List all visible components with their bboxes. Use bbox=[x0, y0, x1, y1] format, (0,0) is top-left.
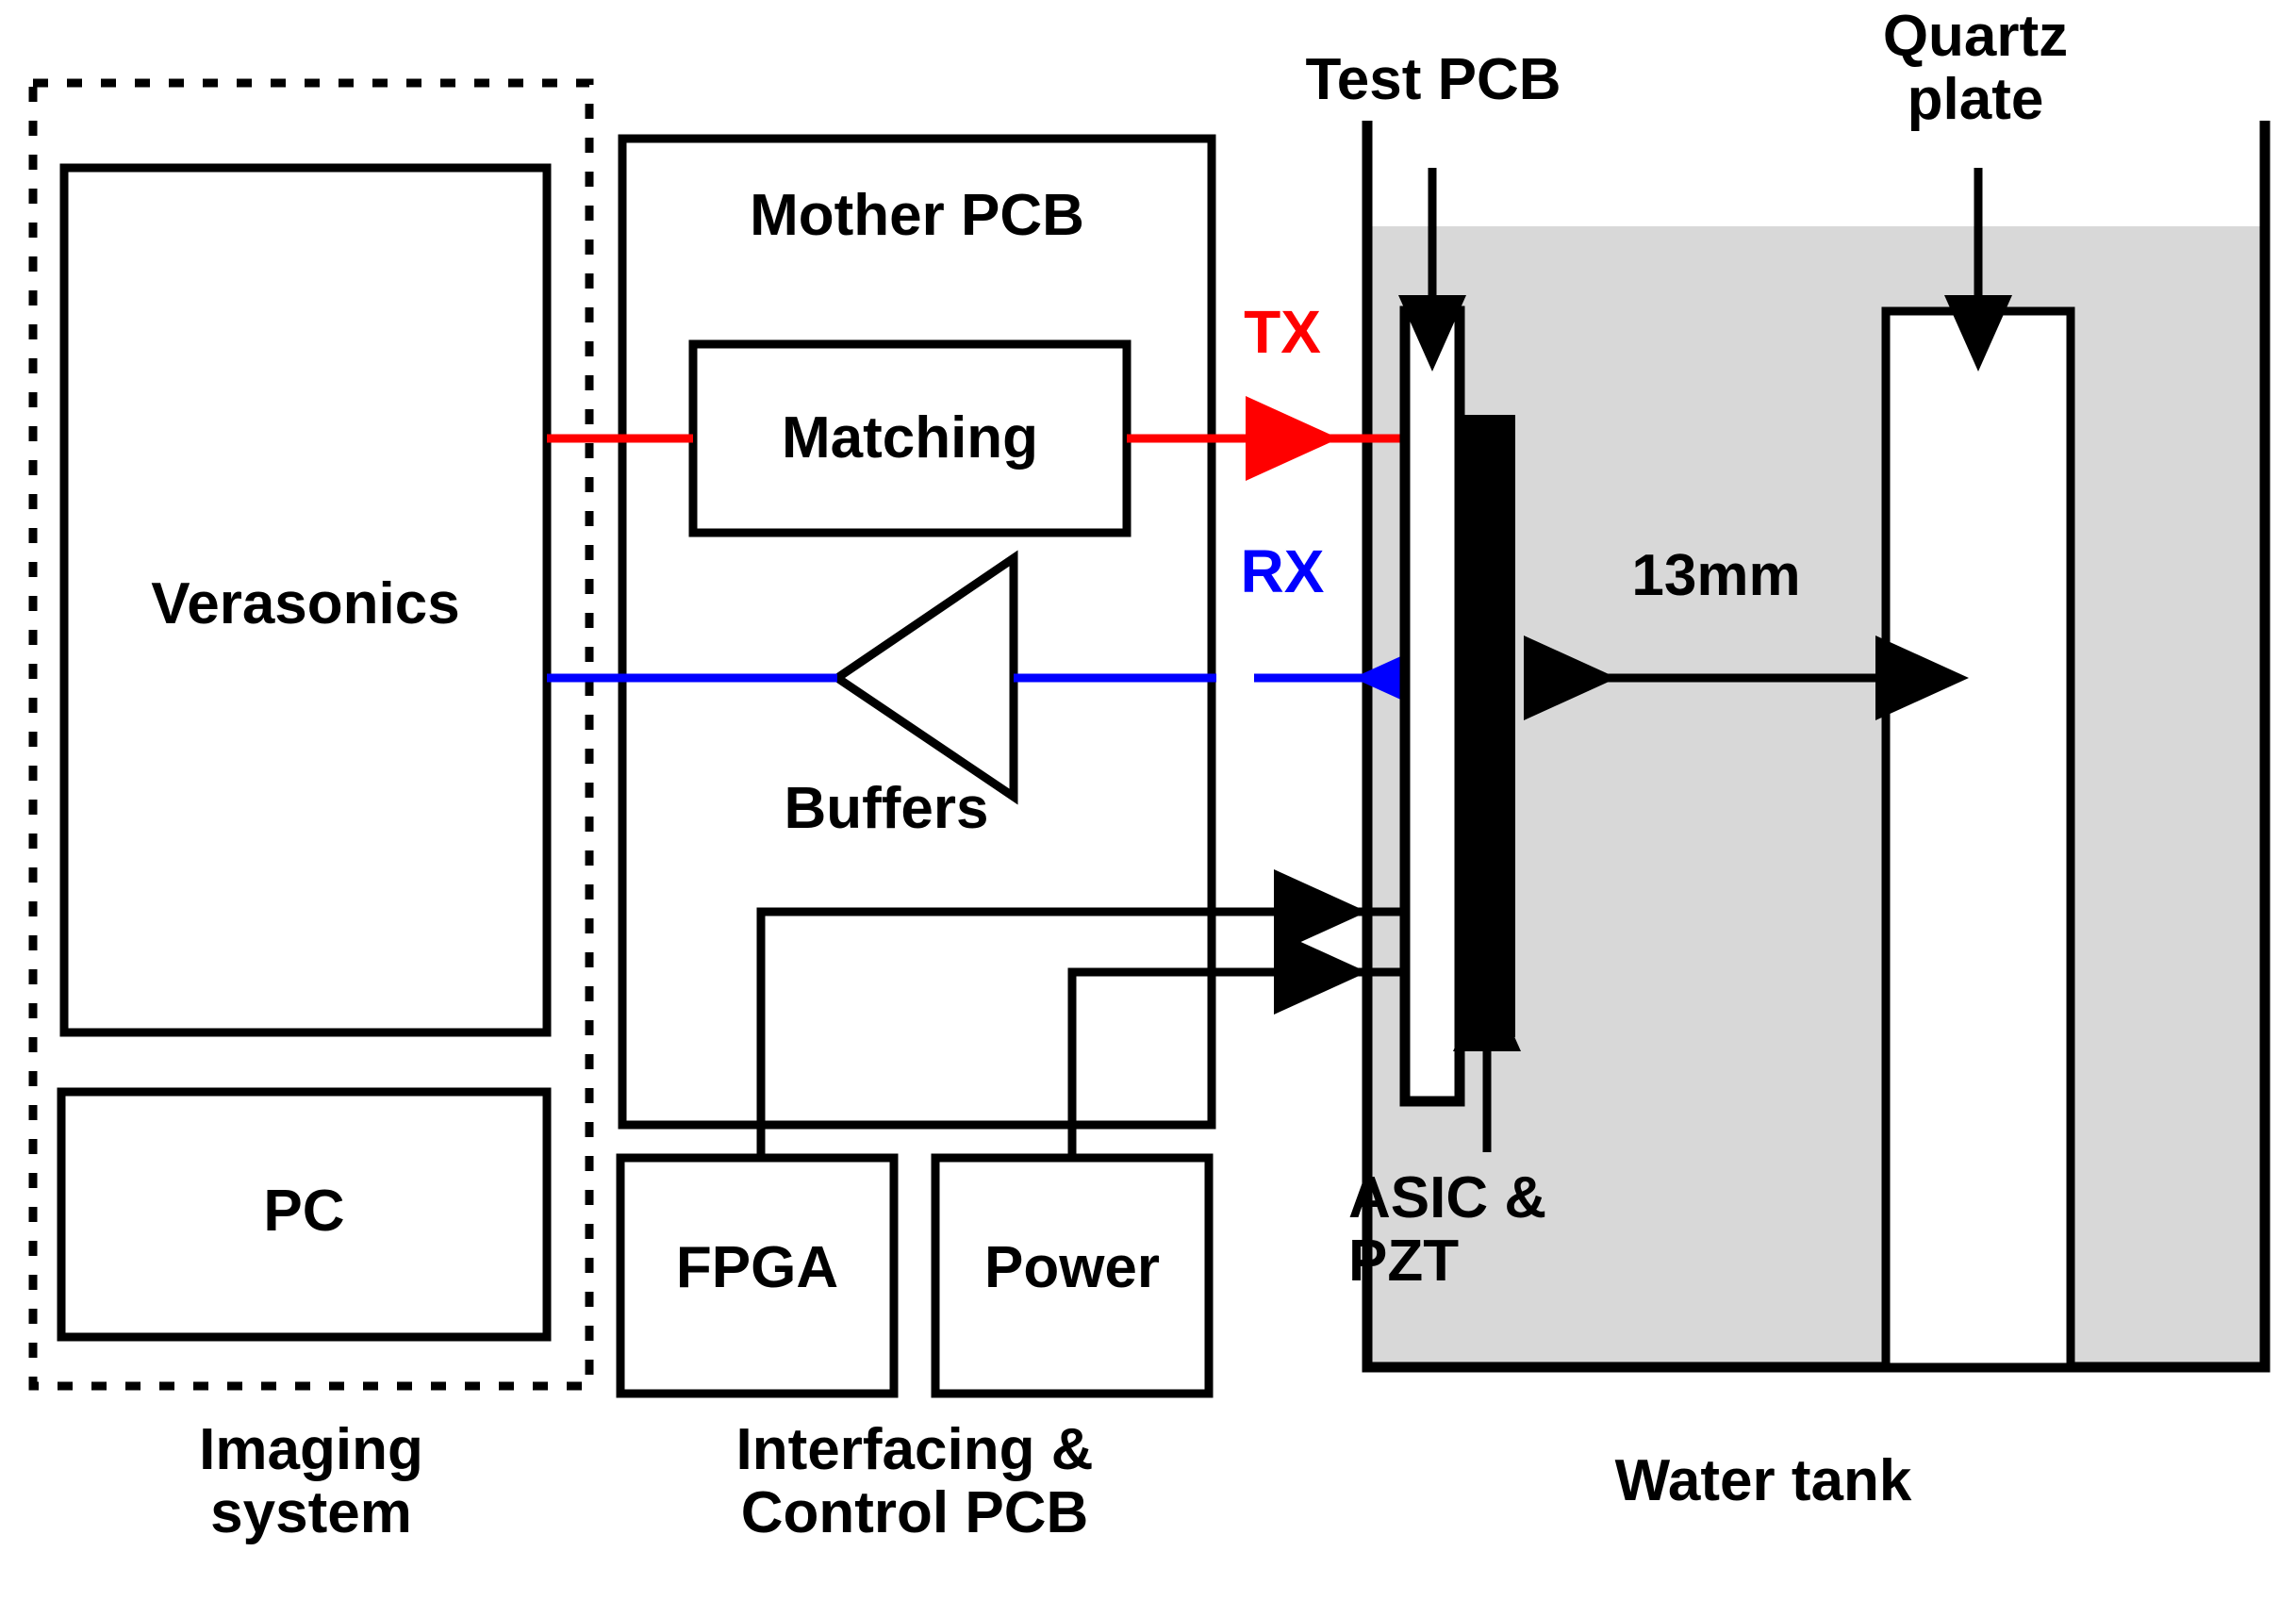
imaging-system-group-label: Imaging system bbox=[199, 1417, 423, 1545]
water-tank-group-label: Water tank bbox=[1614, 1448, 1912, 1513]
imaging-system-enclosure bbox=[28, 78, 594, 1391]
rx-label: RX bbox=[1240, 537, 1325, 605]
asic-pzt-label: ASIC & PZT bbox=[1348, 1165, 1547, 1294]
verasonics-box bbox=[59, 163, 552, 1037]
fpga-label: FPGA bbox=[675, 1235, 839, 1300]
tx-label: TX bbox=[1244, 298, 1321, 366]
power-label: Power bbox=[983, 1235, 1161, 1300]
matching-label: Matching bbox=[781, 405, 1039, 470]
quartz-plate-label: Quartz plate bbox=[1882, 4, 2069, 132]
power-control-line bbox=[1067, 967, 1282, 1158]
fpga-control-line bbox=[756, 907, 1282, 1158]
interfacing-group-label: Interfacing & Control PCB bbox=[735, 1417, 1094, 1545]
buffers-label: Buffers bbox=[784, 776, 989, 841]
verasonics-label: Verasonics bbox=[151, 571, 460, 636]
asic-pzt-block bbox=[1457, 415, 1515, 1037]
pc-label: PC bbox=[263, 1179, 345, 1244]
pc-box bbox=[57, 1087, 552, 1342]
water-tank-group bbox=[1362, 121, 2271, 1373]
mother-pcb-label: Mother PCB bbox=[750, 183, 1084, 248]
quartz-plate-block bbox=[1881, 306, 2075, 1372]
test-pcb-board bbox=[1399, 305, 1465, 1107]
water-fill bbox=[1367, 226, 2265, 1367]
tank-walls bbox=[1362, 121, 2271, 1373]
distance-label: 13mm bbox=[1631, 543, 1801, 608]
fpga-box bbox=[616, 1153, 899, 1398]
test-pcb-label: Test PCB bbox=[1305, 47, 1561, 112]
power-box bbox=[931, 1153, 1214, 1398]
matching-box bbox=[688, 339, 1131, 537]
